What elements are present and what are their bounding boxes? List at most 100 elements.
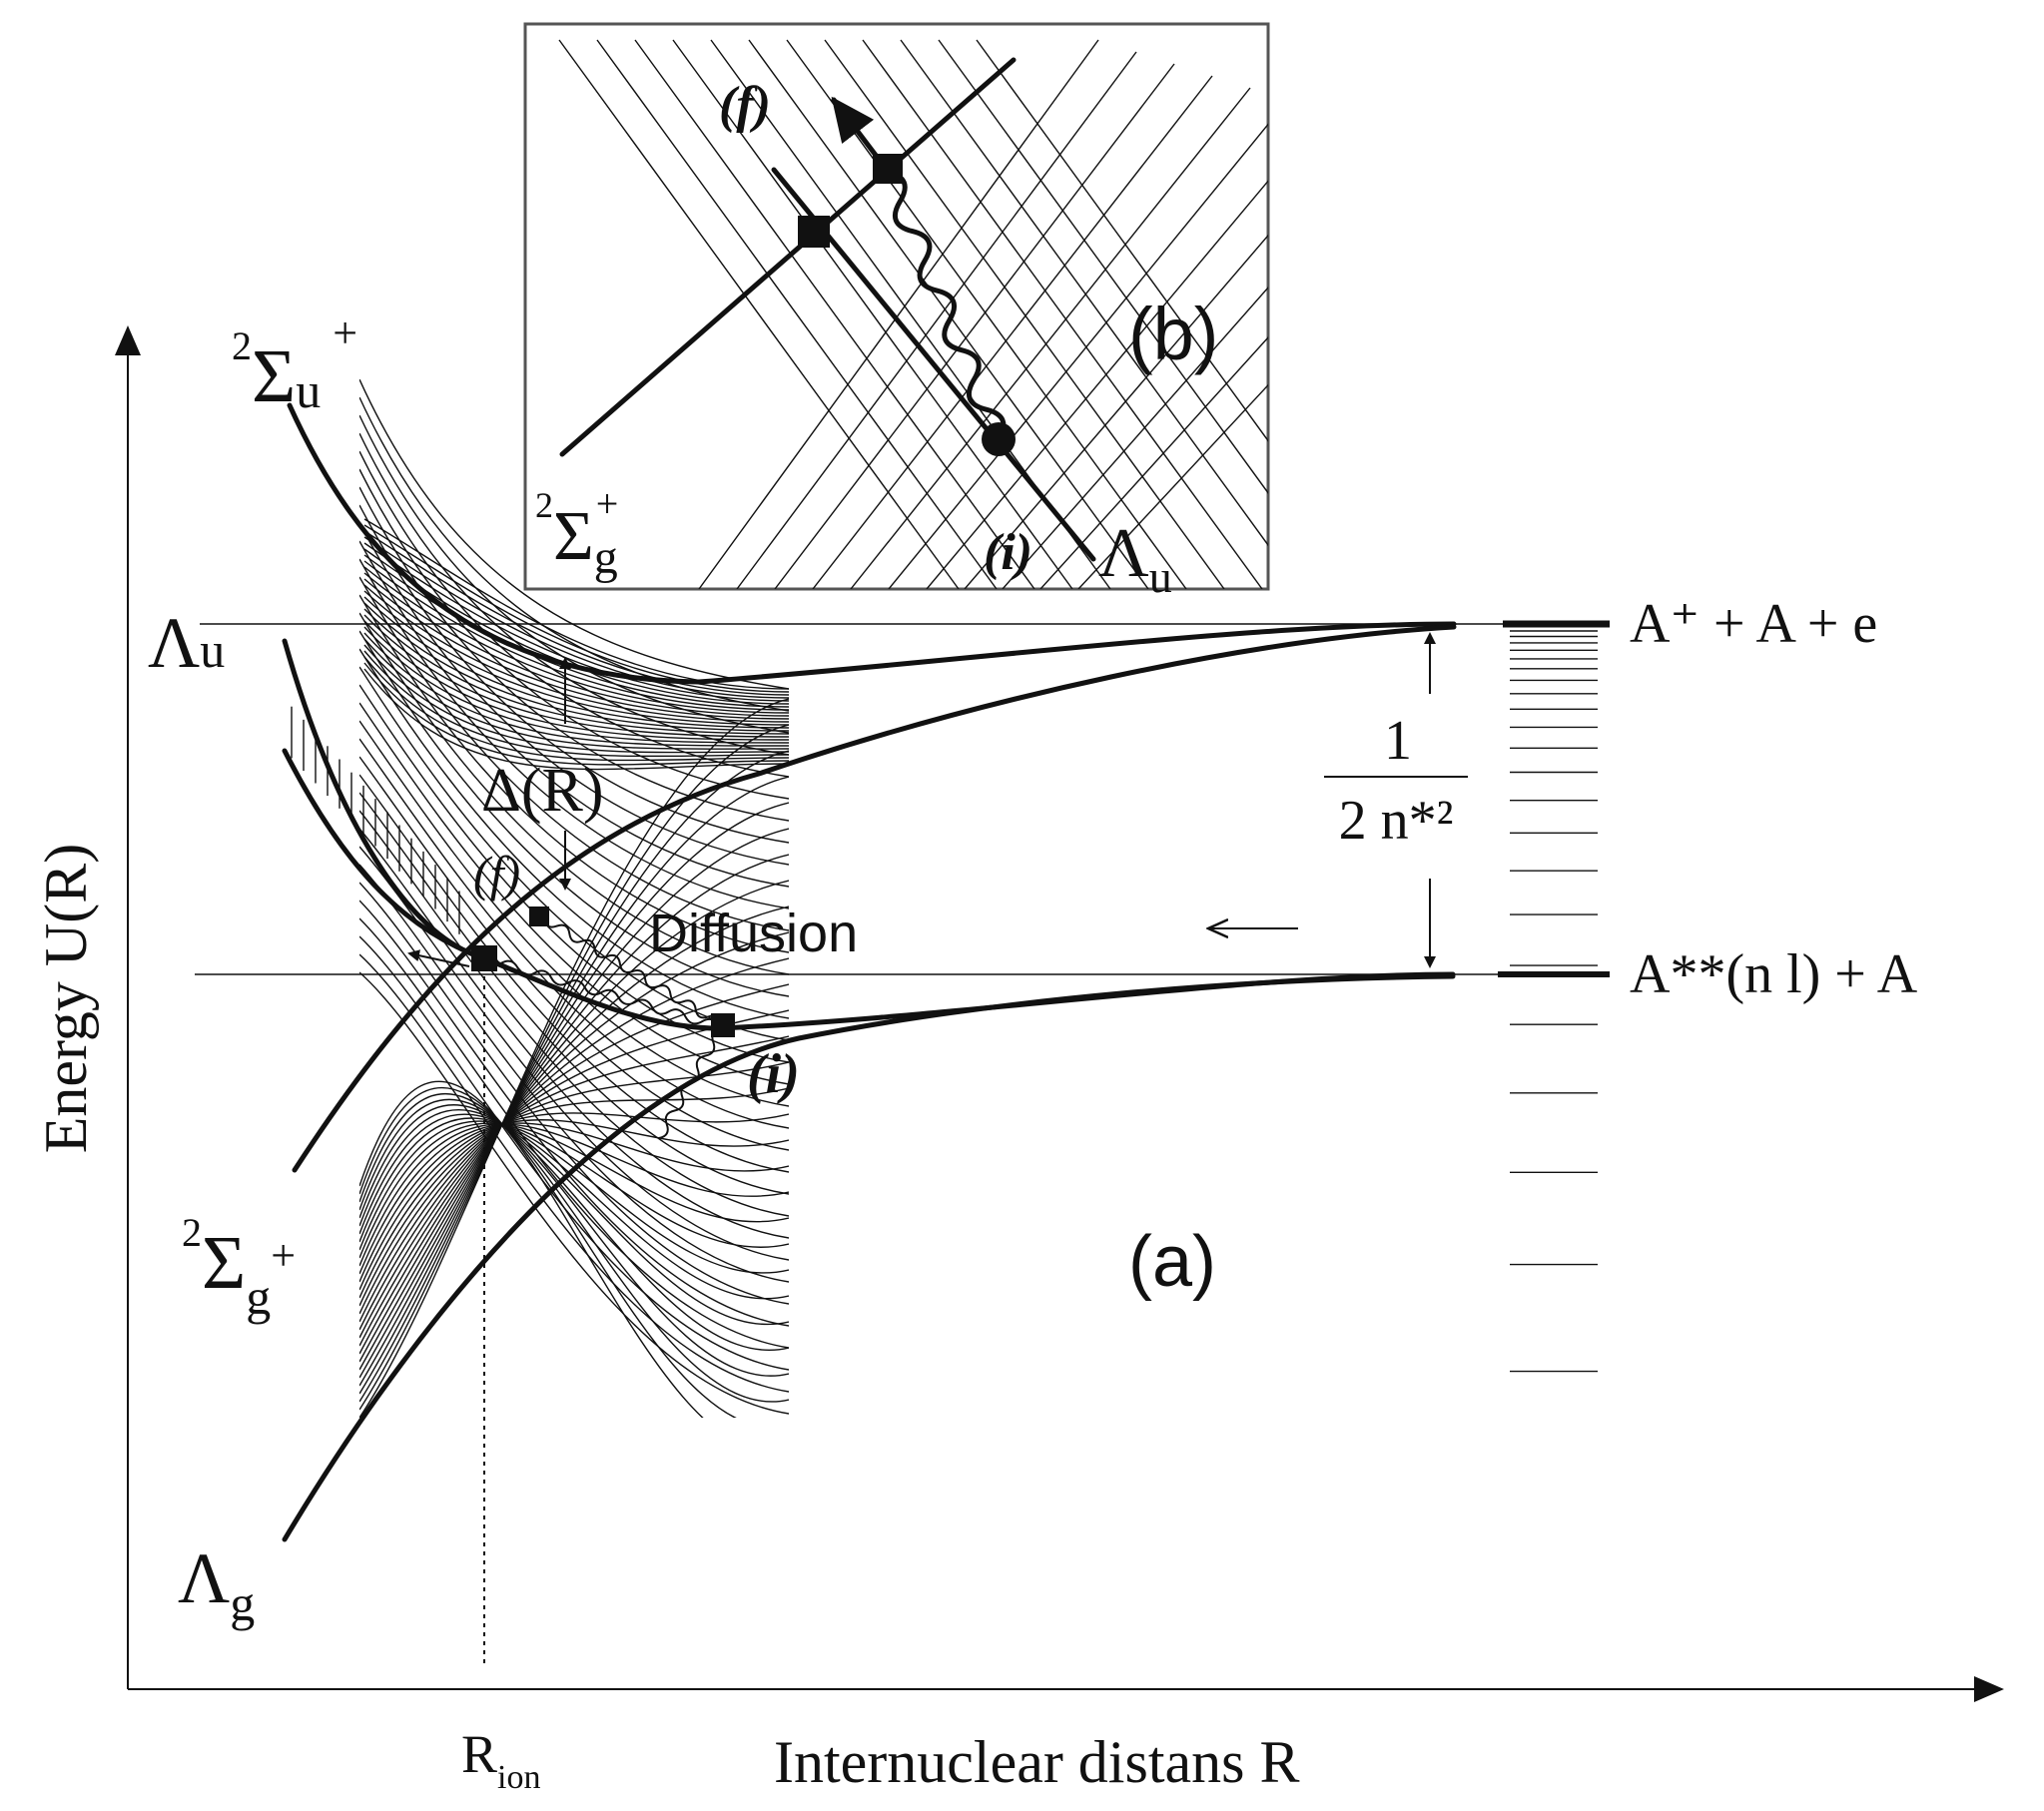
inset-antidiagonal-line: [888, 123, 1268, 589]
inset-antidiagonal-line: [1002, 287, 1268, 589]
upper-fan-curve: [359, 504, 789, 844]
inset-sigma-g-label: 2Σg+: [535, 481, 618, 584]
lower-fan-curve: [359, 1112, 789, 1291]
final-state-label: (f): [473, 846, 520, 902]
upper-fan-curve: [359, 971, 789, 1415]
lower-fan-curve: [359, 1104, 789, 1351]
inset-panel-label: (b): [1128, 293, 1218, 375]
fraction-denominator: 2 n*²: [1339, 790, 1454, 852]
upper-dense-curve: [363, 590, 789, 726]
lower-fan-curve: [359, 1113, 789, 1300]
inset-diagonal-line: [824, 39, 1225, 589]
lambda-u-label: Λu: [148, 603, 225, 683]
upper-dense-curve: [363, 644, 789, 754]
upper-fan-curve: [359, 558, 789, 909]
rydberg-levels-ladder: [1510, 630, 1598, 1373]
diffusion-label: Diffusion: [649, 904, 858, 963]
inset-antidiagonal-line: [812, 75, 1213, 589]
upper-fan-curve: [359, 540, 789, 888]
upper-fan-curve: [359, 630, 789, 997]
inset-antidiagonal-line: [850, 87, 1251, 589]
upper-dense-curve: [363, 524, 789, 693]
lower-fan-curve: [359, 854, 789, 1371]
upper-dense-curve: [363, 638, 789, 750]
upper-dense-curve: [363, 572, 789, 717]
r-ion-label: Rion: [461, 1724, 540, 1796]
lower-fan-curve: [359, 1087, 789, 1299]
inset-diffusion-path: [885, 169, 1007, 442]
inset-diagonal-line: [938, 39, 1268, 494]
diffusion-path-main: [543, 917, 722, 1025]
inset-antidiagonal-line: [774, 63, 1175, 589]
lower-fan-curve: [359, 1119, 789, 1283]
upper-fan-curve: [359, 594, 789, 953]
upper-dense-curve: [363, 578, 789, 720]
inset-diagonal-line: [900, 39, 1268, 547]
upper-dense-curve: [363, 584, 789, 723]
inset-diagonal-line: [634, 39, 1035, 589]
inset-antidiagonal-line: [926, 180, 1268, 589]
diffusion-path-lower: [658, 1027, 722, 1139]
inset-sigma-g-line: [559, 57, 1017, 457]
upper-dense-curve: [363, 620, 789, 741]
fraction-numerator: 1: [1384, 710, 1412, 772]
lower-fan-curve: [359, 1109, 789, 1326]
sigma-u-curve: [287, 402, 1457, 685]
inset-antidiagonal-line: [1039, 336, 1268, 589]
upper-fan-curve: [359, 450, 789, 778]
inset-initial-marker: [982, 422, 1016, 456]
inset-frame: [523, 22, 1270, 591]
lower-fan-curve: [359, 1061, 789, 1307]
upper-dense-curve: [363, 566, 789, 714]
upper-fan-curve: [359, 756, 789, 1151]
upper-dense-curve: [363, 602, 789, 732]
inset-initial-label: (i): [984, 524, 1032, 581]
upper-fan-curve: [359, 864, 789, 1283]
lower-fan-curve: [359, 828, 789, 1379]
diffusion-path-upper: [483, 957, 720, 1027]
inset-lambda-u-label: Λu: [1098, 515, 1172, 602]
lower-fan-curve: [359, 698, 789, 1418]
lower-fan-curve: [359, 1120, 789, 1251]
escape-arrow: [407, 949, 470, 967]
lower-fan-curve: [359, 957, 789, 1339]
delta-r-label: Δ(R): [481, 757, 604, 825]
upper-fan-curve: [359, 378, 789, 690]
upper-dense-curve: [363, 668, 789, 771]
lower-fan-curve: [359, 1122, 789, 1275]
upper-dense-curve: [363, 650, 789, 758]
sigma-u-label: 2Σu+: [232, 308, 357, 418]
upper-fan-curve: [359, 900, 789, 1327]
upper-fan-curve: [359, 882, 789, 1305]
upper-dense-curve: [363, 608, 789, 735]
lower-fan-curve: [359, 1080, 704, 1418]
lower-fan-curve: [359, 724, 789, 1411]
upper-dense-curve: [363, 656, 789, 762]
panel-a-label: (a): [1128, 1222, 1216, 1302]
upper-dense-curve: [363, 542, 789, 702]
final-state-marker: [529, 906, 549, 926]
inset-diagonal-line: [672, 39, 1073, 589]
lower-fan-curve: [359, 983, 789, 1331]
upper-fan-curve: [359, 648, 789, 1019]
upper-dense-curve: [363, 614, 789, 738]
lower-fan-curve: [359, 1098, 789, 1377]
x-axis-label: Internuclear distans R: [774, 1729, 1300, 1795]
sigma-g-label: 2Σg+: [182, 1210, 296, 1325]
upper-fan-curve: [359, 612, 789, 975]
sigma-g-curve: [292, 624, 1457, 1173]
upper-dense-curve: [363, 662, 789, 766]
inset-final-marker: [873, 154, 903, 184]
lambda-g-curve: [282, 973, 1456, 1542]
upper-dense-curve: [363, 536, 789, 699]
initial-state-label: (i): [747, 1043, 800, 1105]
y-axis-label: Energy U(R): [33, 844, 99, 1154]
inset-diagonal-line: [558, 39, 960, 589]
upper-dense-curve: [363, 626, 789, 744]
upper-dense-curve: [363, 596, 789, 729]
inset-antidiagonal-line: [1077, 383, 1268, 589]
rydberg-limit-label: A**(n l) + A: [1630, 943, 1918, 1005]
lower-fan-curve: [359, 776, 789, 1395]
upper-fan-curve: [359, 486, 789, 822]
upper-fan-curve: [359, 702, 789, 1085]
